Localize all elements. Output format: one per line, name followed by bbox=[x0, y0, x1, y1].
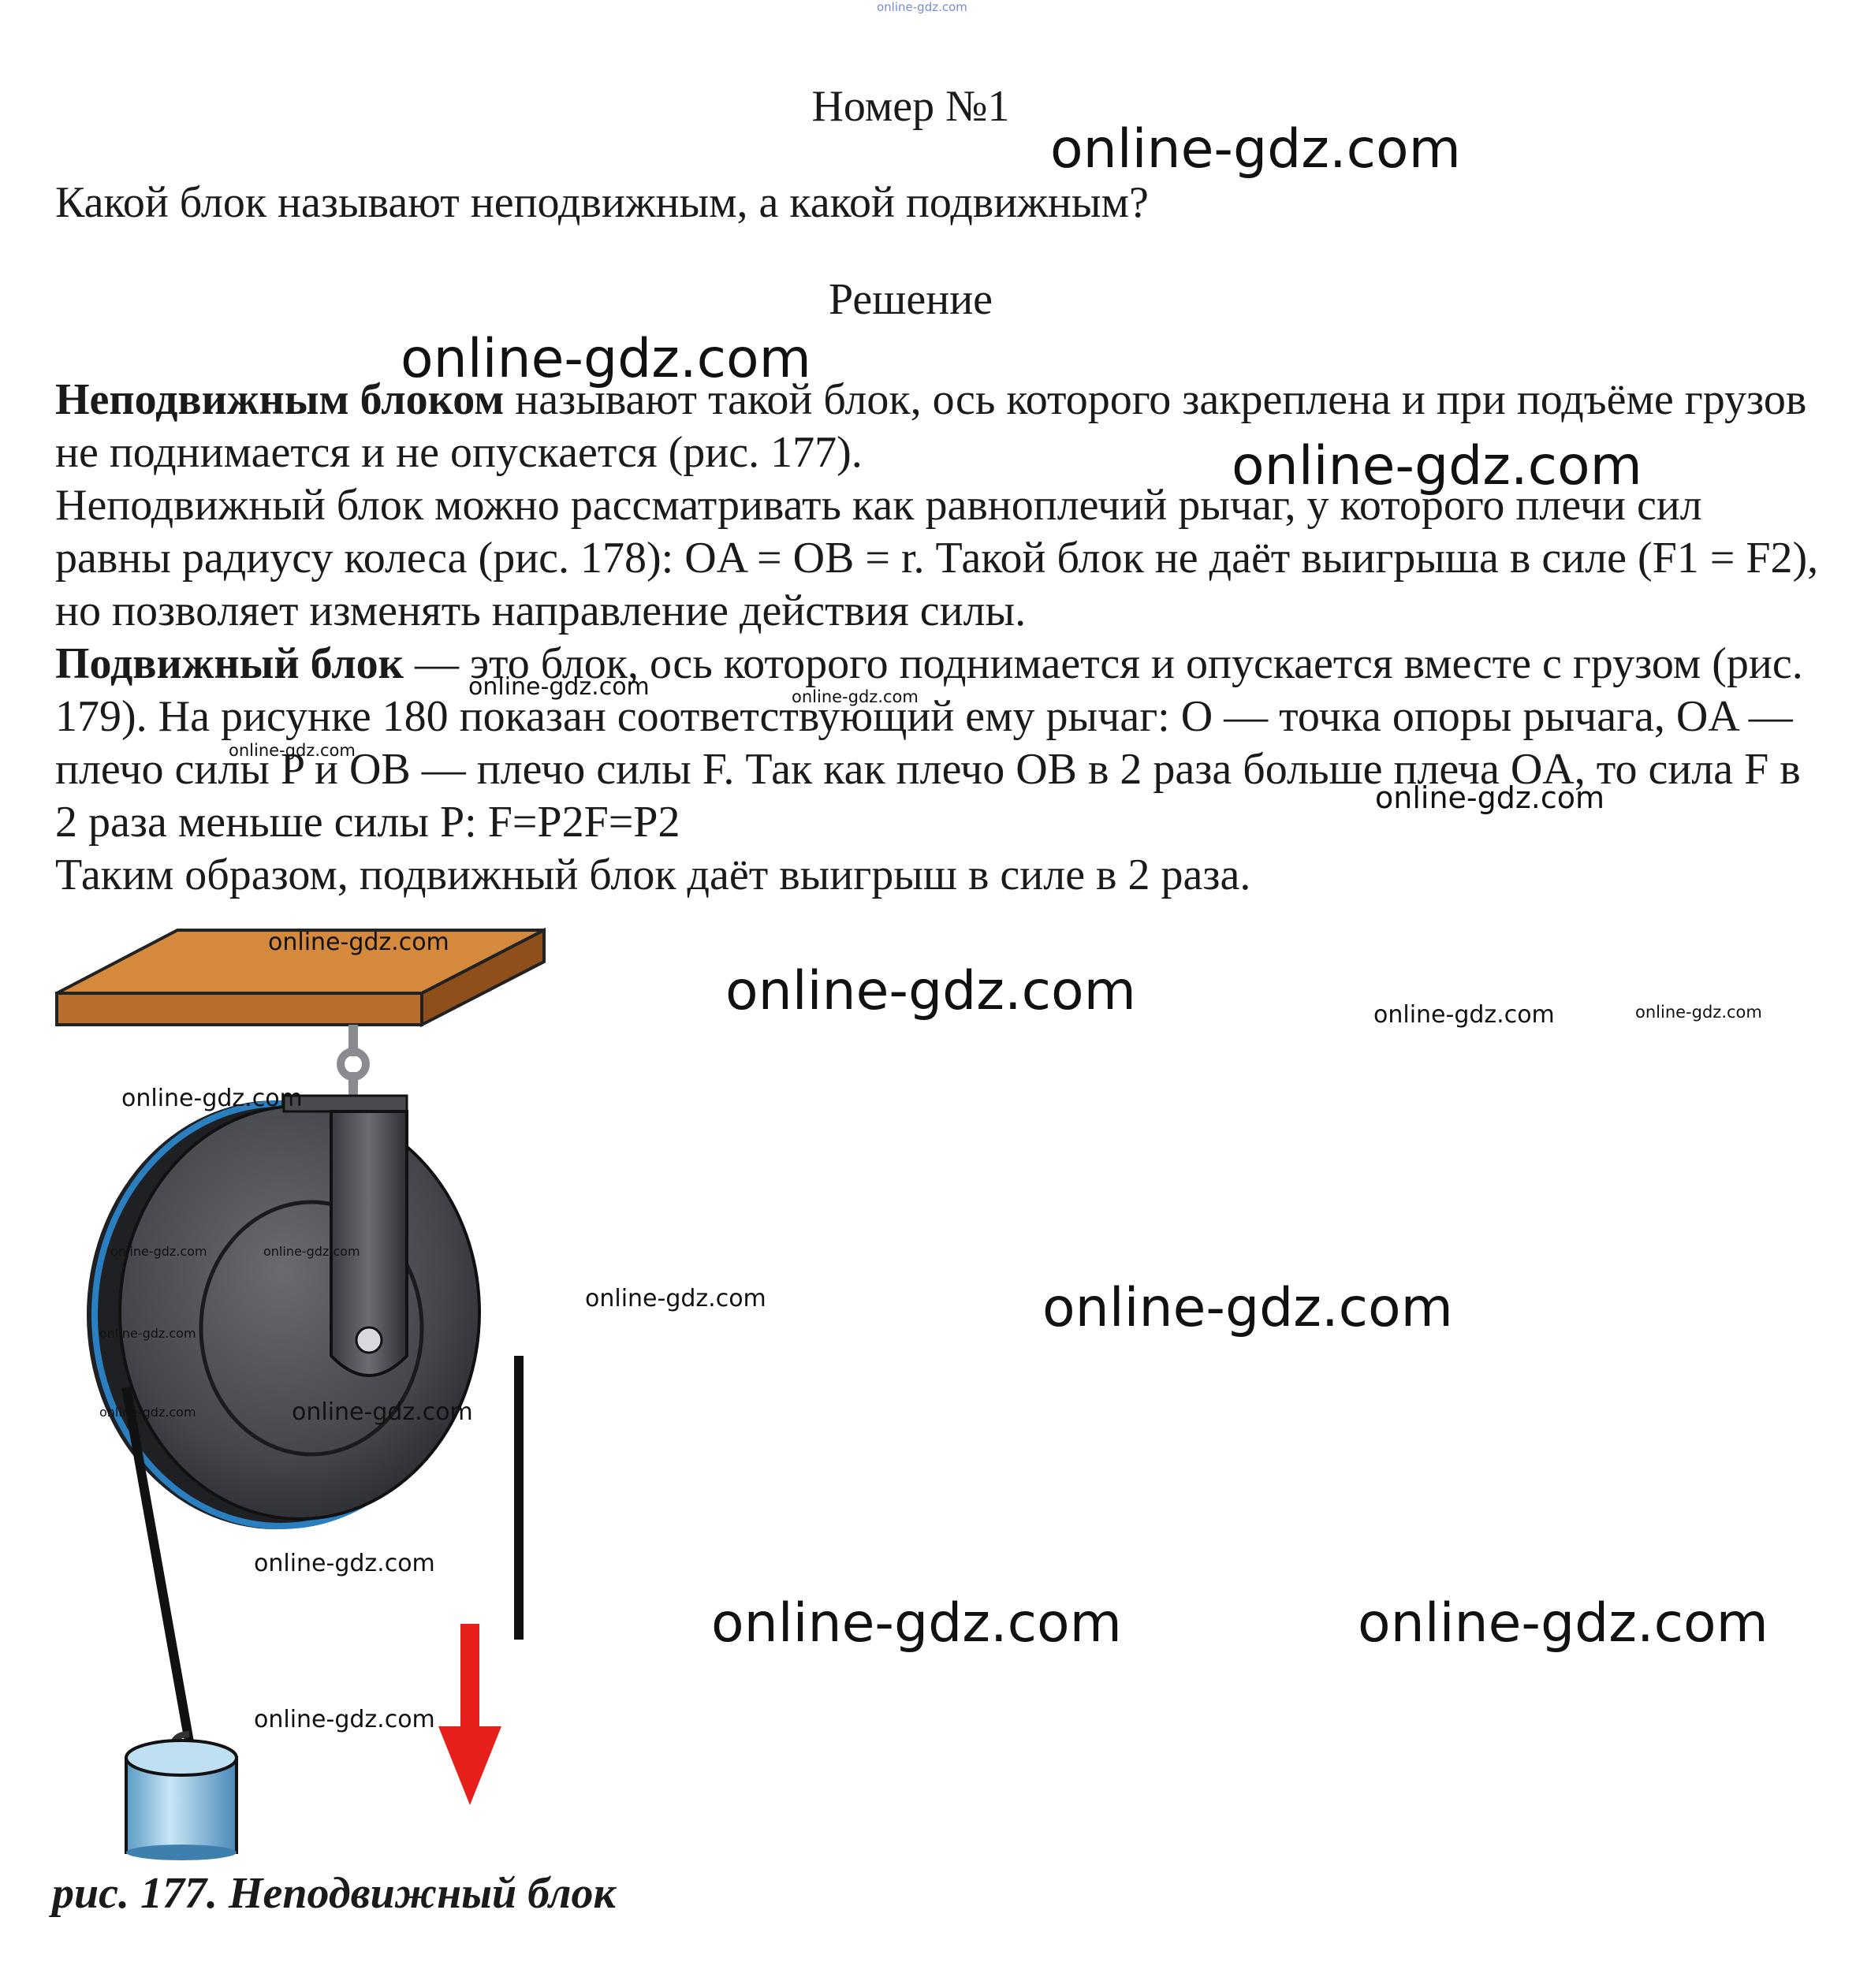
ceiling-board bbox=[55, 927, 546, 1028]
watermark: online-gdz.com bbox=[254, 1706, 435, 1733]
watermark: online-gdz.com bbox=[401, 328, 811, 390]
watermark: online-gdz.com bbox=[725, 960, 1136, 1022]
pulley-figure bbox=[55, 927, 546, 1860]
term-fixed-block: Неподвижным блоком bbox=[55, 375, 505, 424]
watermark: online-gdz.com bbox=[711, 1592, 1122, 1655]
solution-text: Неподвижным блоком называют такой блок, … bbox=[55, 374, 1821, 902]
top-watermark: online-gdz.com bbox=[877, 0, 967, 14]
page-title: Номер №1 bbox=[811, 82, 1010, 131]
watermark: online-gdz.com bbox=[1232, 435, 1642, 497]
watermark: online-gdz.com bbox=[792, 687, 919, 706]
watermark: online-gdz.com bbox=[121, 1085, 303, 1112]
watermark: online-gdz.com bbox=[1373, 1001, 1555, 1029]
paragraph-fixed-block: Неподвижным блоком называют такой блок, … bbox=[55, 374, 1821, 479]
watermark: online-gdz.com bbox=[292, 1398, 473, 1426]
figure-caption: рис. 177. Неподвижный блок bbox=[52, 1869, 616, 1918]
paragraph-fixed-block-text: называют такой блок, ось которого закреп… bbox=[55, 375, 1807, 477]
watermark: online-gdz.com bbox=[1050, 118, 1461, 181]
watermark: online-gdz.com bbox=[468, 673, 650, 701]
paragraph-movable-block-text: — это блок, ось которого поднимается и о… bbox=[55, 639, 1803, 847]
watermark: online-gdz.com bbox=[1375, 780, 1605, 815]
watermark: online-gdz.com bbox=[1042, 1277, 1453, 1339]
watermark: online-gdz.com bbox=[1358, 1592, 1768, 1655]
watermark: online-gdz.com bbox=[1635, 1003, 1762, 1022]
solution-heading: Решение bbox=[828, 275, 993, 324]
paragraph-conclusion: Таким образом, подвижный блок даёт выигр… bbox=[55, 851, 1251, 899]
watermark: online-gdz.com bbox=[110, 1244, 207, 1259]
question-text: Какой блок называют неподвижным, а какой… bbox=[55, 178, 1149, 227]
force-arrow bbox=[438, 1624, 501, 1805]
watermark: online-gdz.com bbox=[254, 1550, 435, 1577]
term-movable-block: Подвижный блок bbox=[55, 639, 404, 688]
watermark: online-gdz.com bbox=[263, 1244, 360, 1259]
watermark: online-gdz.com bbox=[229, 741, 356, 760]
watermark: online-gdz.com bbox=[585, 1285, 766, 1312]
watermark: online-gdz.com bbox=[99, 1326, 196, 1341]
weight-load bbox=[125, 1731, 238, 1860]
pulley-wheel bbox=[87, 1100, 481, 1529]
rope-left bbox=[121, 1386, 194, 1744]
watermark: online-gdz.com bbox=[99, 1405, 196, 1420]
paragraph-movable-block: Подвижный блок — это блок, ось которого … bbox=[55, 638, 1821, 849]
paragraph-lever: Неподвижный блок можно рассматривать как… bbox=[55, 481, 1819, 635]
pulley-bracket bbox=[282, 1094, 408, 1377]
pulley-hook bbox=[337, 1025, 370, 1096]
watermark: online-gdz.com bbox=[268, 929, 449, 956]
